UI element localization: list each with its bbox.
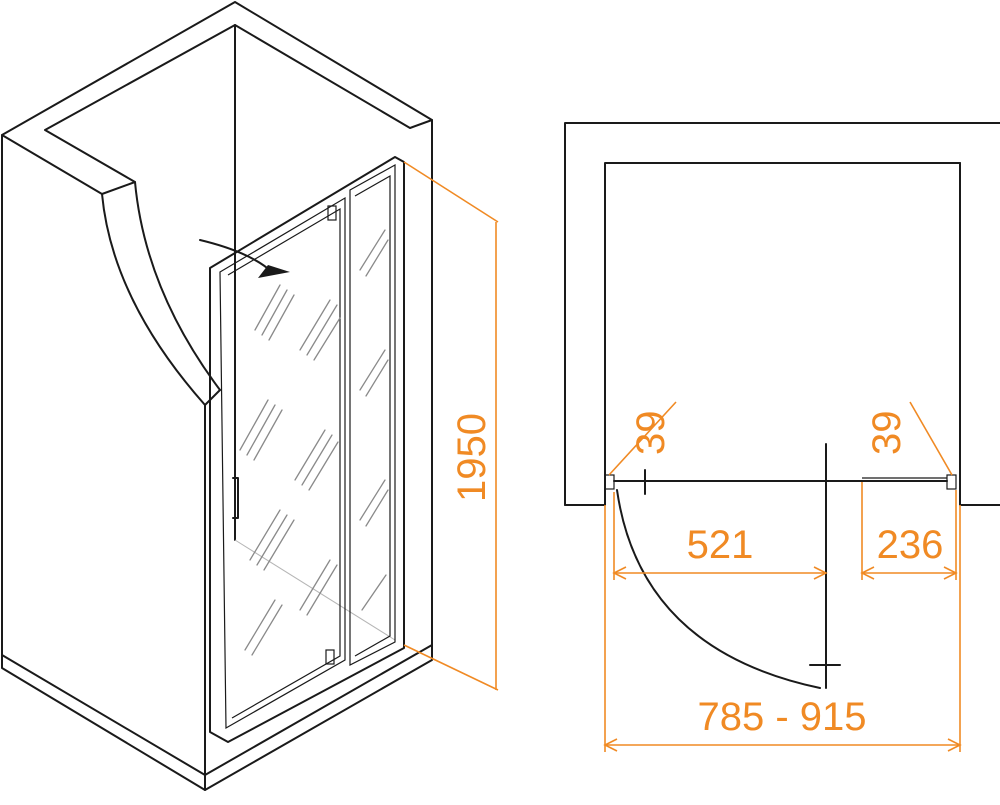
right-wall-profile — [946, 474, 957, 490]
height-dim-extension-bottom — [403, 644, 499, 691]
height-dimension-label: 1950 — [450, 413, 494, 502]
door-width-label: 521 — [687, 523, 754, 567]
niche-top-rim — [1, 24, 433, 195]
height-dim-extension-top — [403, 161, 499, 223]
floor-inner-line — [234, 539, 396, 641]
niche-curved-wall — [101, 193, 206, 791]
glass-hatching — [239, 229, 389, 656]
door-panel-inner — [227, 207, 341, 719]
hinge-top — [327, 205, 337, 221]
profile-left-label: 39 — [629, 411, 673, 456]
plan-wall-outline — [564, 122, 1000, 506]
door-swing-arrowhead — [258, 265, 290, 278]
door-swing-arc — [616, 489, 821, 689]
door-handle-icon — [232, 477, 239, 519]
profile-right-label: 39 — [865, 411, 909, 456]
door-panel-outline — [219, 196, 346, 730]
plan-view: 39 39 521 236 785 - 915 — [564, 122, 1000, 752]
profile-right-leader — [909, 401, 953, 476]
plan-niche-inner — [564, 162, 961, 506]
fixed-panel-outline — [349, 163, 396, 666]
plan-wall-right — [959, 162, 1000, 506]
total-width-arrow-right — [947, 738, 962, 752]
fixed-width-arrow-left — [860, 566, 875, 580]
niche-corner-edge — [204, 389, 221, 406]
door-frame-outer — [209, 156, 405, 743]
profile-left-leader — [608, 401, 677, 476]
fixed-width-arrow-right — [943, 566, 958, 580]
isometric-view: 1950 — [1, 1, 499, 791]
niche-curved-wall-inner — [134, 181, 221, 391]
fixed-width-label: 236 — [877, 523, 944, 567]
niche-base-line — [1, 644, 433, 776]
hinge-bottom — [325, 649, 335, 665]
left-wall-profile — [604, 474, 615, 490]
niche-wall-outline — [1, 1, 433, 791]
fixed-panel-inner — [354, 174, 391, 657]
door-width-arrow-left — [612, 566, 627, 580]
door-width-arrow-right — [813, 566, 828, 580]
total-width-arrow-left — [603, 738, 618, 752]
total-width-label: 785 - 915 — [697, 695, 866, 739]
